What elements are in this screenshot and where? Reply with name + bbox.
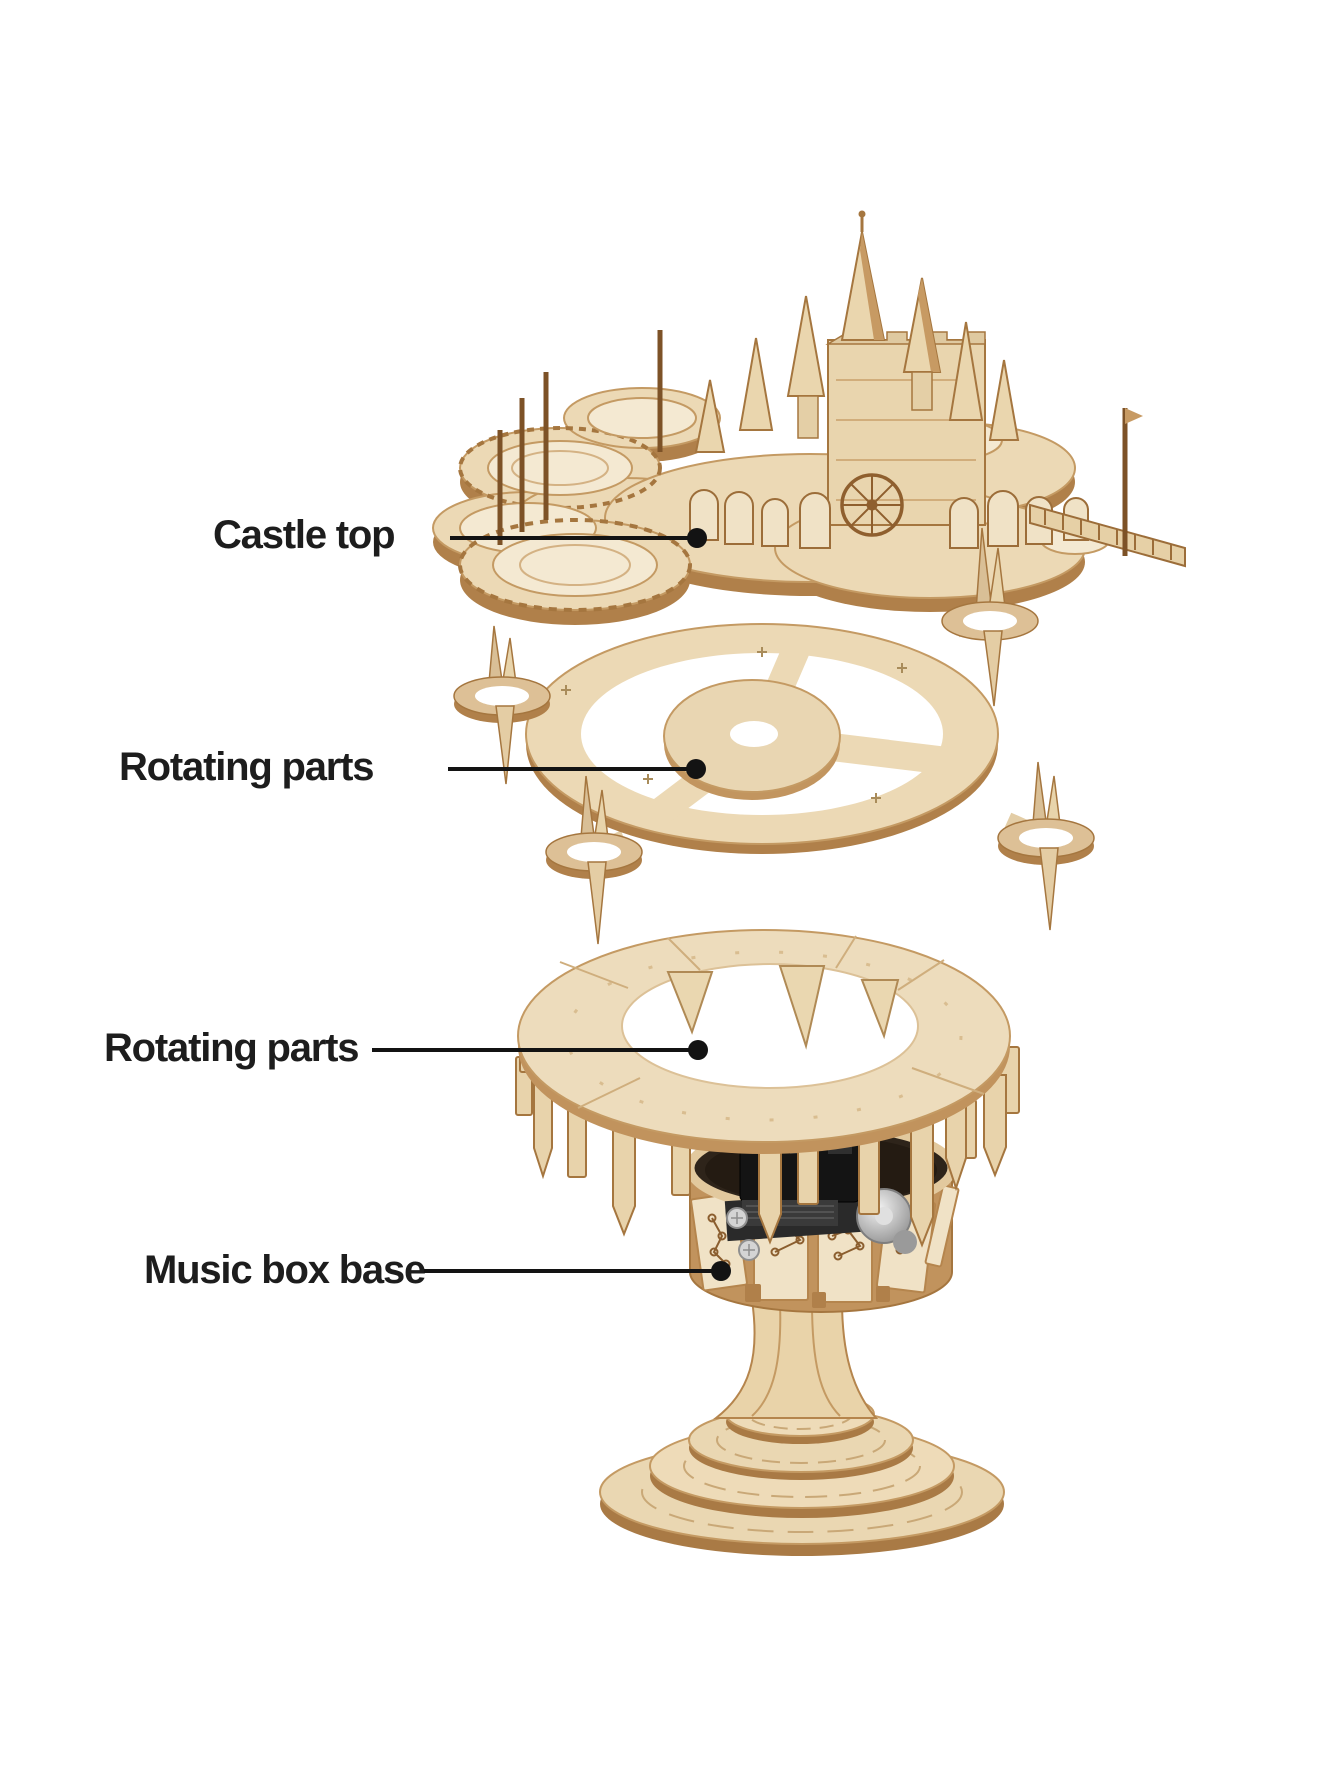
leader-line-rotating-parts-lower bbox=[372, 1040, 708, 1060]
crown-fringe bbox=[515, 1025, 1020, 1248]
crown-inner-peaks bbox=[666, 965, 900, 1050]
satellite-spinners bbox=[453, 527, 1095, 945]
ring-engravings bbox=[561, 647, 907, 803]
castle-masts bbox=[497, 330, 1128, 556]
callout-label-castle-top: Castle top bbox=[213, 513, 396, 557]
castle-wheel bbox=[840, 473, 904, 537]
callout-label-rotating-parts-upper: Rotating parts bbox=[119, 745, 375, 789]
leader-line-rotating-parts-upper bbox=[448, 759, 706, 779]
callout-label-rotating-parts-lower: Rotating parts bbox=[104, 1026, 360, 1070]
castle-top-piece bbox=[432, 210, 1186, 625]
crown-segment-lines bbox=[559, 935, 985, 1109]
pedestal-stem bbox=[713, 1299, 879, 1419]
callout-label-music-box-base: Music box base bbox=[144, 1248, 426, 1292]
leader-line-music-box-base bbox=[424, 1261, 731, 1281]
pedestal-base bbox=[599, 1299, 1005, 1556]
leader-line-castle-top bbox=[450, 528, 707, 548]
rotating-ring-upper bbox=[453, 527, 1095, 945]
